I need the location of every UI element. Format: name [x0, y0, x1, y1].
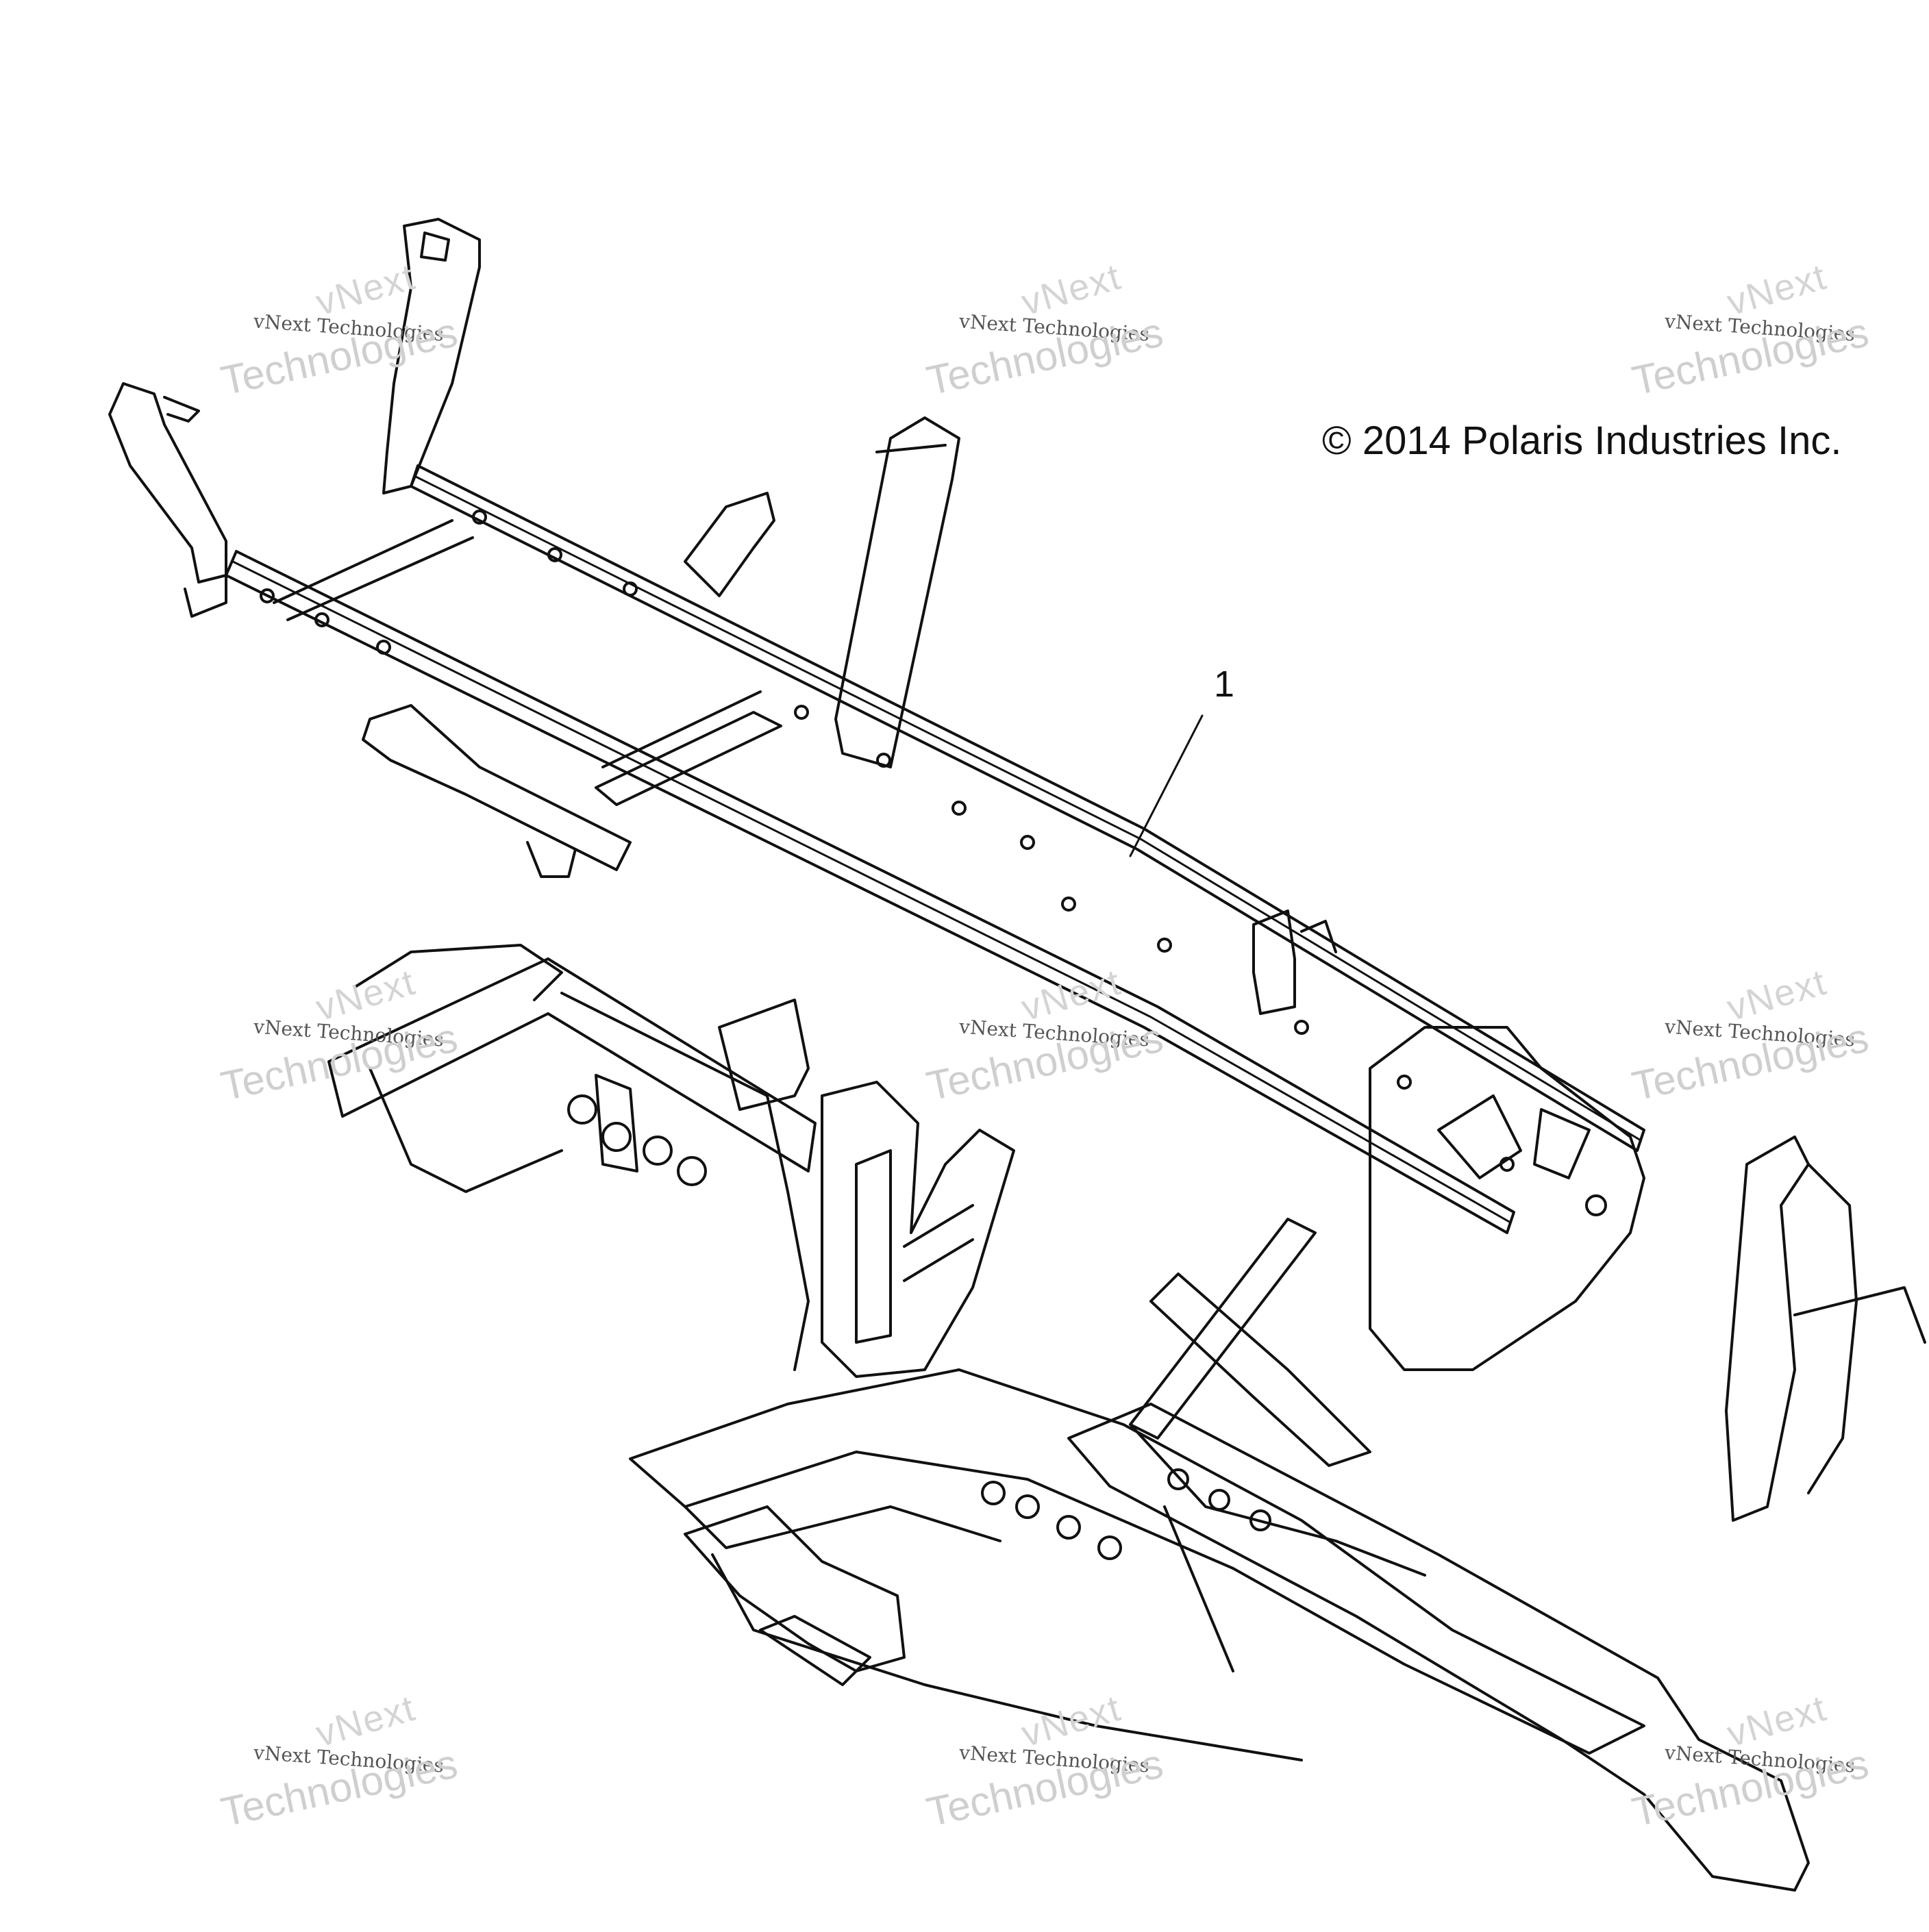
callout-leader-1	[1129, 714, 1204, 857]
right-rear-post	[382, 218, 481, 494]
watermark: vNext vNext Technologies Technologies	[1628, 962, 1925, 1130]
copyright-notice: © 2014 Polaris Industries Inc.	[1322, 418, 1842, 463]
right-seat-plate	[1369, 1026, 1645, 1371]
lower-center-tower	[821, 1081, 1015, 1378]
watermark: vNext vNext Technologies Technologies	[1628, 256, 1925, 425]
watermark: vNext vNext Technologies Technologies	[217, 256, 514, 425]
upper-main-rail	[225, 550, 1515, 1234]
watermark: vNext vNext Technologies Technologies	[217, 962, 514, 1130]
floor-pan	[629, 1368, 1645, 1755]
watermark: vNext vNext Technologies Technologies	[923, 1688, 1219, 1856]
watermark: vNext vNext Technologies Technologies	[923, 256, 1219, 425]
upper-seat-arch	[834, 416, 960, 768]
left-rear-post	[108, 382, 227, 584]
watermark: vNext vNext Technologies Technologies	[923, 962, 1219, 1130]
callout-label-1: 1	[1214, 664, 1235, 705]
lower-left-rail	[327, 957, 817, 1172]
watermark: vNext vNext Technologies Technologies	[1628, 1688, 1925, 1856]
watermark: vNext vNext Technologies Technologies	[217, 1688, 514, 1856]
